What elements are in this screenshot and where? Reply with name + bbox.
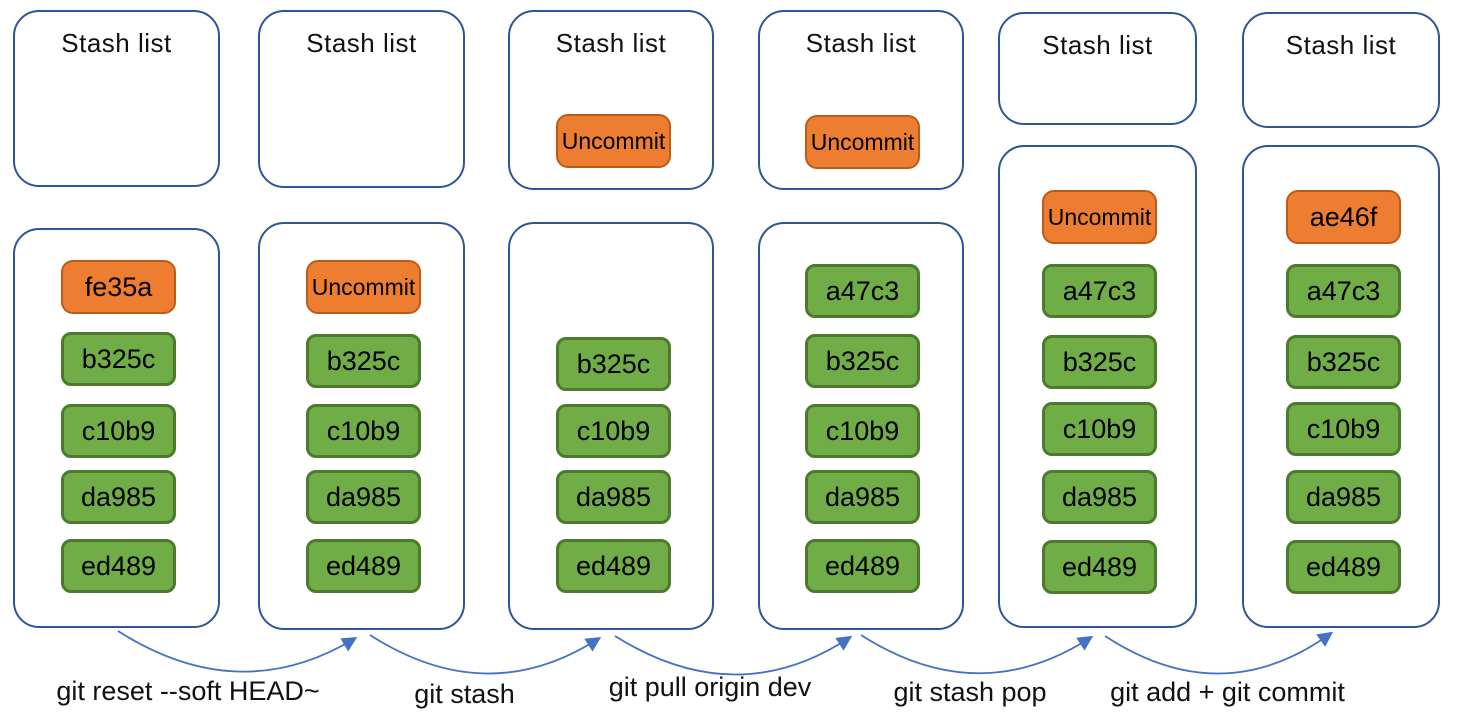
stash-list-title: Stash list [1285,30,1397,60]
commit-node: da985 [306,470,421,524]
commit-node: c10b9 [1286,402,1401,456]
commit-history-box: a47c3 b325c c10b9 da985 ed489 [758,222,964,630]
commit-node: da985 [1286,470,1401,524]
stash-list-title: Stash list [555,28,667,58]
stash-list-box: Stash list [998,12,1197,125]
commit-node: ed489 [1042,540,1157,594]
commit-node: a47c3 [1286,264,1401,318]
commit-node: da985 [556,470,671,524]
commit-node: a47c3 [805,264,920,318]
uncommitted-node: Uncommit [306,260,421,314]
new-commit-node: ae46f [1286,190,1401,244]
stash-list-title: Stash list [805,28,917,58]
commit-history-box: fe35a b325c c10b9 da985 ed489 [13,228,220,628]
stash-list-box: Stash list Uncommit [758,10,964,190]
command-label: git pull origin dev [608,672,812,702]
stash-entry-node: Uncommit [556,114,671,168]
commit-node: c10b9 [556,404,671,458]
uncommitted-node: fe35a [61,260,176,314]
stash-list-box: Stash list Uncommit [508,10,714,190]
commit-node: ed489 [1286,540,1401,594]
commit-node: ed489 [306,539,421,593]
workflow-step-2: Stash list Uncommit b325c c10b9 da985 ed… [258,0,465,719]
workflow-step-4: Stash list Uncommit a47c3 b325c c10b9 da… [758,0,964,719]
commit-history-box: Uncommit a47c3 b325c c10b9 da985 ed489 [998,145,1197,628]
commit-node: a47c3 [1042,264,1157,318]
workflow-step-1: Stash list fe35a b325c c10b9 da985 ed489 [13,0,220,719]
stash-list-box: Stash list [258,10,465,188]
commit-node: c10b9 [1042,402,1157,456]
commit-node: b325c [1042,335,1157,389]
stash-entry-node: Uncommit [805,115,920,169]
commit-node: da985 [805,470,920,524]
workflow-step-3: Stash list Uncommit b325c c10b9 da985 ed… [508,0,714,719]
commit-node: b325c [805,334,920,388]
commit-node: c10b9 [306,404,421,458]
command-label: git reset --soft HEAD~ [56,676,320,706]
stash-list-box: Stash list [13,10,220,187]
commit-node: b325c [556,337,671,391]
commit-node: c10b9 [61,404,176,458]
stash-list-title: Stash list [61,28,172,58]
command-label: git add + git commit [1110,677,1345,707]
commit-history-box: b325c c10b9 da985 ed489 [508,222,714,630]
command-label: git stash pop [893,677,1047,707]
stash-list-title: Stash list [306,28,417,58]
workflow-step-5: Stash list Uncommit a47c3 b325c c10b9 da… [998,0,1197,719]
commit-node: b325c [61,332,176,386]
commit-node: b325c [306,334,421,388]
commit-node: b325c [1286,335,1401,389]
commit-node: ed489 [61,539,176,593]
stash-list-box: Stash list [1242,12,1440,128]
commit-history-box: ae46f a47c3 b325c c10b9 da985 ed489 [1242,145,1440,628]
commit-history-box: Uncommit b325c c10b9 da985 ed489 [258,222,465,630]
stash-list-title: Stash list [1042,30,1153,60]
commit-node: c10b9 [805,404,920,458]
commit-node: da985 [1042,470,1157,524]
commit-node: ed489 [556,539,671,593]
workflow-step-6: Stash list ae46f a47c3 b325c c10b9 da985… [1242,0,1440,719]
commit-node: ed489 [805,539,920,593]
uncommitted-node: Uncommit [1042,190,1157,244]
commit-node: da985 [61,470,176,524]
command-label: git stash [414,679,515,709]
